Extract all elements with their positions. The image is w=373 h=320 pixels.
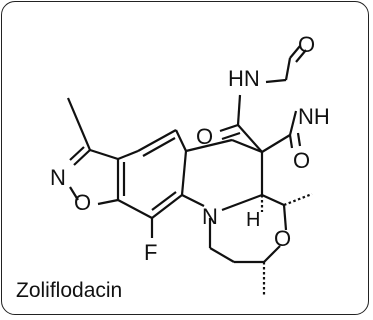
barbiturate-bonds: [236, 57, 298, 153]
substituent-bonds: [150, 194, 205, 238]
atom-o-isoxazole: O: [74, 190, 91, 215]
atom-o-right: O: [293, 148, 310, 173]
carbonyl-bonds: [219, 45, 307, 149]
aromatic-bonds: [116, 129, 188, 219]
morpholine-bonds: [209, 193, 288, 264]
isoxazole-bonds: [66, 97, 119, 206]
atom-hn-top: HN: [228, 66, 260, 91]
atom-n-isoxazole: N: [50, 165, 66, 190]
compound-name: Zoliflodacin: [16, 279, 123, 302]
atom-n-ring: N: [202, 204, 218, 229]
atom-labels: N O F N H O HN O NH O O: [50, 32, 330, 265]
atom-h-stereo: H: [246, 209, 260, 231]
atom-o-morpholine: O: [274, 226, 291, 251]
atom-fluorine: F: [144, 240, 157, 265]
atom-nh-right: NH: [298, 104, 330, 129]
atom-o-left: O: [196, 124, 213, 149]
piperidine-bonds: [185, 138, 264, 248]
stereo-bonds: [260, 192, 313, 295]
atom-o-top: O: [298, 32, 315, 57]
